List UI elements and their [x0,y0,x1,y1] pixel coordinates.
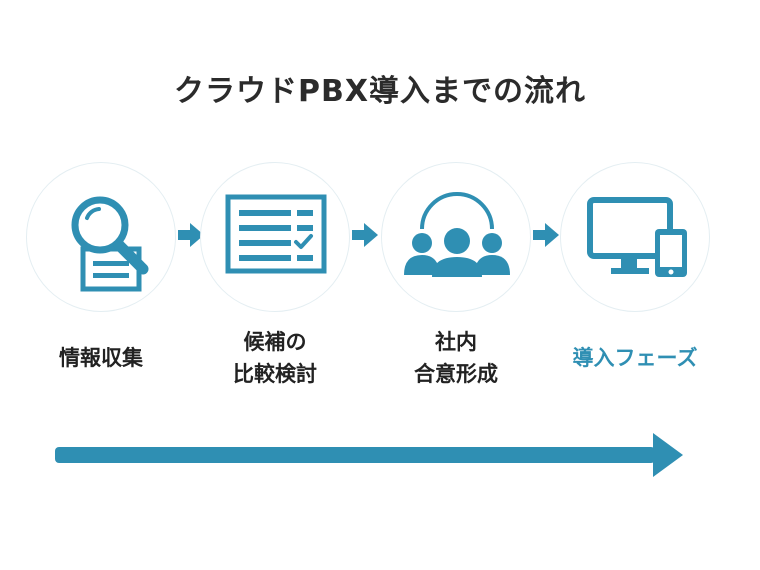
step-1-circle [26,162,176,312]
monitor-tablet-icon [587,197,687,277]
step-3-label-line-1: 社内 [435,330,477,354]
step-2-label-line-2: 比較検討 [233,362,317,386]
arrow-right-icon [352,223,378,247]
step-label-2: 候補の 比較検討 [190,326,360,390]
group-meeting-icon [404,192,510,277]
step-1-label-line-1: 情報収集 [59,346,143,370]
step-4-label-line-1: 導入フェーズ [572,346,698,370]
timeline-arrow-icon [55,433,683,477]
step-label-4: 導入フェーズ [550,342,720,374]
step-3-label-line-2: 合意形成 [414,362,498,386]
step-2-label-line-1: 候補の [243,330,307,354]
step-2-circle [200,162,350,312]
step-label-3: 社内 合意形成 [371,326,541,390]
step-label-1: 情報収集 [16,342,186,374]
page-title: クラウドPBX導入までの流れ [174,74,586,109]
step-3-circle [381,162,531,312]
checklist-icon [225,194,327,274]
arrow-right-icon [533,223,559,247]
arrow-right-icon [178,223,204,247]
magnifier-document-icon [71,196,149,292]
step-4-circle [560,162,710,312]
